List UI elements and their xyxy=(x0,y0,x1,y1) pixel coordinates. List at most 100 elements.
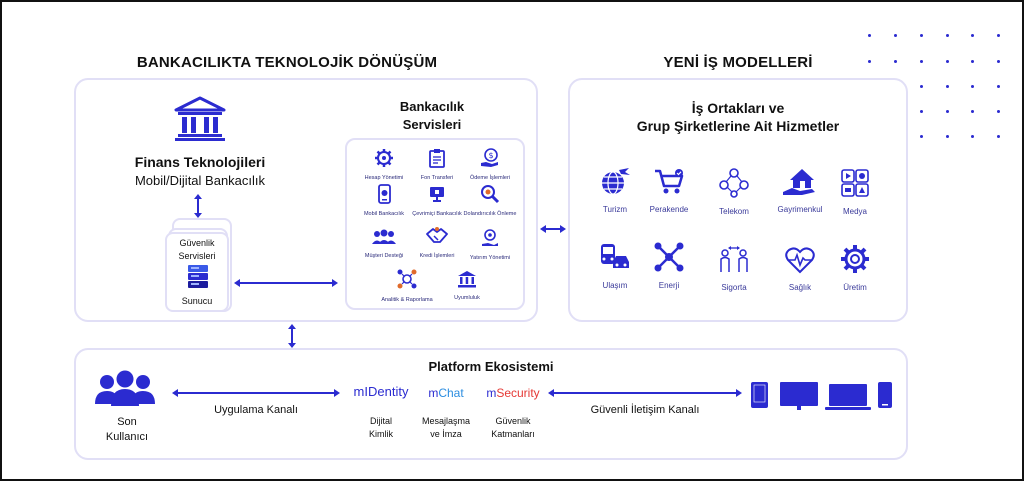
magnifier-icon xyxy=(481,185,500,204)
server-stack-front: Güvenlik Servisleri Sunucu xyxy=(165,232,229,312)
business-health: Sağlık xyxy=(769,246,831,292)
group-icon xyxy=(372,229,396,244)
mobile-icon xyxy=(378,184,391,204)
bank-icon xyxy=(458,271,476,288)
clipboard-icon xyxy=(429,149,445,168)
service-label: Çevrimiçi Bankacılık xyxy=(412,211,462,217)
service-fund-transfer: Fon Transferi xyxy=(407,148,467,182)
product-caption-line2: ve İmza xyxy=(430,429,462,439)
platform-panel xyxy=(74,348,908,460)
product-msecurity-logo: mSecurity xyxy=(480,386,546,400)
business-label: Ulaşım xyxy=(602,281,628,290)
service-label: Dolandırıcılık Önleme xyxy=(463,211,517,217)
service-online-banking: Çevrimiçi Bankacılık xyxy=(407,184,467,218)
network-people-icon xyxy=(719,168,749,198)
server-icon xyxy=(188,265,208,288)
business-label: Gayrimenkul xyxy=(777,205,823,214)
platform-title: Platform Ekosistemi xyxy=(428,359,554,374)
energy-icon xyxy=(654,242,684,272)
business-media: Medya xyxy=(824,168,886,216)
business-retail: Perakende xyxy=(638,168,700,214)
handshake-icon xyxy=(426,227,448,243)
service-investment-management: Yatırım Yönetimi xyxy=(460,228,520,262)
fintech-subtitle: Mobil/Dijital Bankacılık xyxy=(134,173,266,188)
analytics-icon xyxy=(397,269,417,289)
service-customer-support: Müşteri Desteği xyxy=(354,228,414,260)
services-label: Servisleri xyxy=(178,251,216,261)
investment-icon xyxy=(482,229,498,246)
product-caption-line2: Kimlik xyxy=(369,429,393,439)
business-telecom: Telekom xyxy=(703,168,765,216)
right-panel xyxy=(568,78,908,322)
app-channel-label: Uygulama Kanalı xyxy=(214,404,298,416)
service-label: Uyumluluk xyxy=(454,295,480,301)
service-mobile-banking: Mobil Bankacılık xyxy=(354,184,414,218)
service-label: Analitik & Raporlama xyxy=(381,297,433,303)
service-label: Yatırım Yönetimi xyxy=(469,255,511,261)
banking-title-line1: Bankacılık xyxy=(399,99,465,114)
end-user-label-line2: Kullanıcı xyxy=(105,431,149,443)
cart-icon xyxy=(655,169,684,194)
service-account-management: Hesap Yönetimi xyxy=(354,148,414,182)
service-payments: $ Ödeme İşlemleri xyxy=(460,148,520,182)
end-user-label-line1: Son xyxy=(117,416,137,428)
business-label: Medya xyxy=(842,207,867,216)
business-production: Üretim xyxy=(824,244,886,292)
server-label: Sunucu xyxy=(181,296,213,306)
left-heading: BANKACILIKTA TEKNOLOJİK DÖNÜŞÜM xyxy=(136,54,438,71)
security-label: Güvenlik xyxy=(179,238,215,248)
product-caption-line1: Güvenlik xyxy=(495,416,531,426)
business-label: Sigorta xyxy=(721,283,747,292)
secure-channel-arrow-icon xyxy=(548,389,742,397)
gear-icon xyxy=(375,149,393,167)
platform-link-arrow-icon xyxy=(288,324,296,348)
secure-channel-label: Güvenli İletişim Kanalı xyxy=(590,404,700,416)
gear-icon xyxy=(841,245,869,273)
banking-title-line2: Servisleri xyxy=(402,117,462,132)
service-label: Kredi İşlemleri xyxy=(419,253,455,259)
product-name: Security xyxy=(496,386,540,400)
service-compliance: Uyumluluk xyxy=(437,270,497,302)
app-channel-arrow-icon xyxy=(172,389,340,397)
business-tourism: Turizm xyxy=(584,166,646,214)
business-title-line1: İş Ortakları ve xyxy=(691,100,785,116)
business-insurance: Sigorta xyxy=(703,244,765,292)
media-icon xyxy=(841,169,869,197)
product-caption-line1: Dijital xyxy=(369,416,392,426)
vertical-double-arrow-icon xyxy=(194,194,202,218)
globe-plane-icon xyxy=(602,168,630,195)
service-label: Hesap Yönetimi xyxy=(364,175,404,181)
house-hand-icon xyxy=(783,169,815,195)
service-label: Müşteri Desteği xyxy=(364,253,404,259)
service-label: Fon Transferi xyxy=(420,175,454,181)
horizontal-double-arrow-icon xyxy=(234,279,338,287)
product-prefix: m xyxy=(428,386,439,400)
business-label: Sağlık xyxy=(788,283,812,292)
devices-icon xyxy=(751,382,892,410)
service-fraud-prevention: Dolandırıcılık Önleme xyxy=(460,184,520,218)
monitor-icon xyxy=(430,187,444,202)
product-name: Chat xyxy=(438,386,464,400)
business-title-line2: Grup Şirketlerine Ait Hizmetler xyxy=(636,118,840,134)
product-prefix: m xyxy=(353,384,365,399)
service-analytics: Analitik & Raporlama xyxy=(377,268,437,304)
product-prefix: m xyxy=(486,386,497,400)
product-midentity-logo: mIDentity xyxy=(350,384,412,399)
bus-icon xyxy=(601,244,629,268)
heart-pulse-icon xyxy=(785,247,815,274)
business-label: Telekom xyxy=(719,207,749,216)
business-label: Perakende xyxy=(649,205,689,214)
business-real-estate: Gayrimenkul xyxy=(769,166,831,214)
service-credit-operations: Kredi İşlemleri xyxy=(407,226,467,260)
service-label: Mobil Bankacılık xyxy=(363,211,405,217)
panel-link-arrow-icon xyxy=(540,225,566,233)
business-label: Üretim xyxy=(843,283,867,292)
business-label: Enerji xyxy=(658,281,680,290)
product-mchat-logo: mChat xyxy=(414,386,478,400)
business-energy: Enerji xyxy=(638,242,700,290)
people-arrows-icon xyxy=(720,246,748,272)
service-label: Ödeme İşlemleri xyxy=(469,175,511,181)
business-transport: Ulaşım xyxy=(584,242,646,290)
bank-icon xyxy=(174,96,226,141)
